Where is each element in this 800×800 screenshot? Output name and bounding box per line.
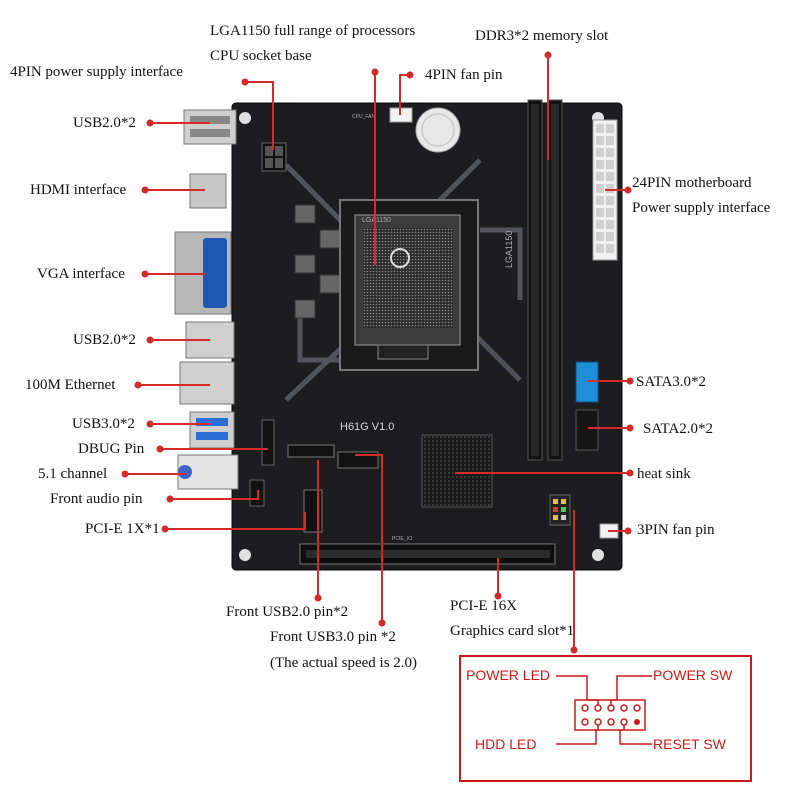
label-4pin-fan: 4PIN fan pin bbox=[425, 67, 503, 83]
label-ethernet: 100M Ethernet bbox=[25, 377, 116, 393]
legend-power-sw: POWER SW bbox=[653, 667, 733, 683]
label-sata3: SATA3.0*2 bbox=[636, 374, 707, 390]
label-pcie-16x-line1: PCI-E 16X bbox=[450, 598, 518, 614]
usb30-port bbox=[189, 411, 235, 449]
label-vga: VGA interface bbox=[37, 266, 125, 282]
chip-mark: LGA1150 bbox=[504, 231, 514, 268]
label-ddr3: DDR3*2 memory slot bbox=[475, 28, 609, 44]
cmos-battery-ring bbox=[421, 113, 455, 147]
label-heatsink: heat sink bbox=[637, 466, 691, 482]
label-cpu-socket-line2: CPU socket base bbox=[210, 48, 312, 64]
sata2-ports bbox=[575, 409, 599, 451]
dbug-header bbox=[261, 419, 275, 466]
mount-hole bbox=[239, 549, 251, 561]
leader-dots bbox=[121, 51, 634, 654]
label-4pin-power: 4PIN power supply interface bbox=[10, 64, 183, 80]
cpu-socket: LGA1150 bbox=[339, 199, 479, 371]
usb20-port-top bbox=[183, 109, 237, 145]
label-usb20-top: USB2.0*2 bbox=[73, 115, 136, 131]
mount-hole bbox=[592, 549, 604, 561]
front-usb20-header bbox=[287, 444, 335, 458]
board-model: H61G V1.0 bbox=[340, 421, 394, 433]
label-front-usb30: Front USB3.0 pin *2 bbox=[270, 629, 396, 645]
label-pcie-1x: PCI-E 1X*1 bbox=[85, 521, 160, 537]
chipset-heatsink bbox=[421, 434, 493, 508]
pinout-pin-fill bbox=[634, 719, 640, 725]
label-front-usb20: Front USB2.0 pin*2 bbox=[226, 604, 349, 620]
pinout-outline bbox=[574, 699, 646, 731]
label-24pin-line1: 24PIN motherboard bbox=[632, 175, 752, 191]
label-sata2: SATA2.0*2 bbox=[643, 421, 714, 437]
pcie-x1-slot bbox=[303, 489, 323, 533]
label-usb30: USB3.0*2 bbox=[72, 416, 135, 432]
usb30-port-slot bbox=[196, 432, 228, 440]
label-dbug: DBUG Pin bbox=[78, 441, 145, 457]
cmos-battery bbox=[415, 107, 461, 153]
socket-pin-field bbox=[363, 228, 453, 328]
label-51-channel: 5.1 channel bbox=[38, 466, 108, 482]
legend-power-led: POWER LED bbox=[466, 667, 551, 683]
mount-hole bbox=[239, 112, 251, 124]
atx-24pin-pins bbox=[596, 124, 614, 253]
pcie-silk: PCIE_X1 bbox=[392, 536, 413, 542]
label-hdmi: HDMI interface bbox=[30, 182, 127, 198]
vrm-chokes bbox=[294, 204, 341, 319]
label-3pin-fan: 3PIN fan pin bbox=[637, 522, 715, 538]
usb20-port-slot bbox=[190, 129, 230, 137]
pcie-x16-groove bbox=[306, 550, 550, 558]
label-usb20-mid: USB2.0*2 bbox=[73, 332, 136, 348]
vga-connector-body bbox=[203, 238, 227, 308]
label-front-audio: Front audio pin bbox=[50, 491, 143, 507]
label-front-usb30-note: (The actual speed is 2.0) bbox=[270, 655, 418, 671]
motherboard: LGA1150 LGA1150 bbox=[174, 99, 623, 571]
socket-cover-logo bbox=[390, 248, 410, 268]
ddr3-slot-groove bbox=[551, 104, 559, 456]
label-pcie-16x-line2: Graphics card slot*1 bbox=[450, 623, 575, 639]
ddr3-slot-groove bbox=[531, 104, 539, 456]
audio-jack bbox=[178, 465, 192, 479]
usb20-port-slot bbox=[190, 116, 230, 124]
usb30-port-slot bbox=[196, 418, 228, 426]
legend-hdd-led: HDD LED bbox=[475, 736, 537, 752]
leader-lines bbox=[125, 55, 630, 650]
cpu-fan-silk: CPU_FAN bbox=[352, 114, 375, 120]
label-24pin-line2: Power supply interface bbox=[632, 200, 771, 216]
front-panel-header-board bbox=[549, 494, 571, 526]
front-panel-legend bbox=[459, 655, 752, 782]
label-cpu-socket-line1: LGA1150 full range of processors bbox=[210, 23, 416, 39]
pinout-leaders bbox=[556, 675, 652, 745]
front-panel-pinout bbox=[556, 675, 652, 745]
legend-reset-sw: RESET SW bbox=[653, 736, 726, 752]
ethernet-port bbox=[179, 361, 235, 405]
cpu-power-4pin-pins bbox=[265, 146, 283, 168]
socket-mark: LGA1150 bbox=[362, 217, 391, 224]
